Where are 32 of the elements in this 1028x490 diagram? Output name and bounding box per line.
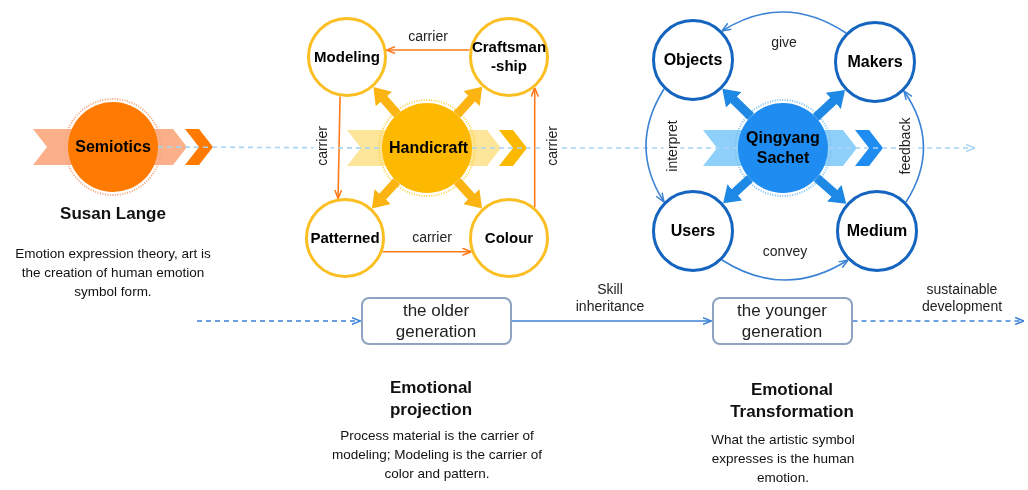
thick-arrow: [453, 86, 483, 118]
edge-label: carrier: [543, 124, 561, 168]
thick-arrow: [723, 175, 753, 204]
description-text: What the artistic symbol expresses is the human emotion.: [710, 431, 856, 487]
connector-arrow: [721, 11, 847, 34]
thick-arrow: [813, 174, 847, 204]
section-heading: Emotional Transformation: [729, 379, 855, 423]
connector-arrow: [334, 95, 343, 200]
edge-label: feedback: [896, 115, 914, 177]
generation-box: the older generation: [360, 297, 512, 345]
thick-arrow: [371, 178, 401, 209]
connector-arrow: [903, 90, 925, 203]
connector-arrow: [510, 316, 713, 326]
thick-arrow: [453, 178, 483, 209]
connector-arrow: [645, 88, 665, 203]
section-heading: Emotional projection: [388, 377, 474, 421]
thick-arrow: [373, 87, 401, 118]
connector-arrow: [851, 316, 1025, 326]
connector-arrow: [721, 259, 849, 281]
generation-box: the younger generation: [711, 297, 853, 345]
connector-arrow: [827, 143, 976, 153]
description-text: Emotion expression theory, art is the creation of human emotion symbol form.: [14, 245, 212, 301]
thick-arrow: [722, 88, 754, 120]
edge-label: carrier: [313, 124, 331, 168]
connector-arrow: [530, 86, 539, 209]
connector-arrow: [385, 45, 471, 55]
connector-arrow: [196, 316, 362, 326]
description-text: Process material is the carrier of modeling; Modeling is the carrier of color and pattern.: [330, 427, 544, 483]
edge-label: give: [769, 33, 799, 51]
edge-label: interpret: [663, 118, 681, 174]
section-heading: Susan Lange: [59, 203, 167, 225]
thick-arrow: [812, 90, 846, 121]
